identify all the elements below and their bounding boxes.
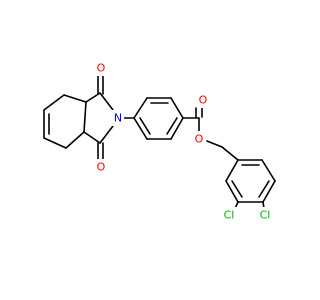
bond (258, 180, 270, 198)
svg-text:O: O (199, 94, 208, 107)
nitrogen-atom: N (112, 110, 124, 126)
svg-text:Cl: Cl (260, 209, 271, 222)
oxygen-atom: O (193, 131, 205, 147)
bond (225, 180, 239, 203)
bond (43, 137, 67, 149)
bond (221, 146, 239, 161)
bond (133, 97, 148, 119)
bonds (43, 75, 276, 216)
svg-text:O: O (97, 62, 106, 75)
bond (99, 125, 114, 144)
bond (43, 94, 65, 111)
bond (225, 159, 239, 182)
bond (83, 131, 101, 144)
bond (166, 117, 178, 135)
bond (262, 180, 276, 203)
bond (261, 159, 276, 182)
molecule-structure: N O O O O Cl Cl (43, 60, 276, 223)
oxygen-atom: O (197, 92, 209, 108)
bond (83, 101, 87, 133)
bond (170, 117, 184, 140)
svg-text:N: N (114, 112, 122, 125)
oxygen-atom: O (95, 159, 107, 175)
svg-text:O: O (97, 161, 106, 174)
bond (170, 97, 184, 119)
chlorine-atom: Cl (220, 207, 238, 223)
oxygen-atom: O (95, 60, 107, 76)
bond (133, 117, 148, 140)
bond (231, 180, 243, 198)
bond (65, 131, 85, 149)
chlorine-atom: Cl (256, 207, 274, 223)
atom-labels: N O O O O Cl Cl (95, 60, 274, 223)
bond (63, 94, 87, 103)
bond (206, 140, 223, 148)
svg-text:Cl: Cl (224, 209, 235, 222)
svg-text:O: O (195, 133, 204, 146)
bond (139, 117, 151, 135)
bond (99, 92, 114, 111)
